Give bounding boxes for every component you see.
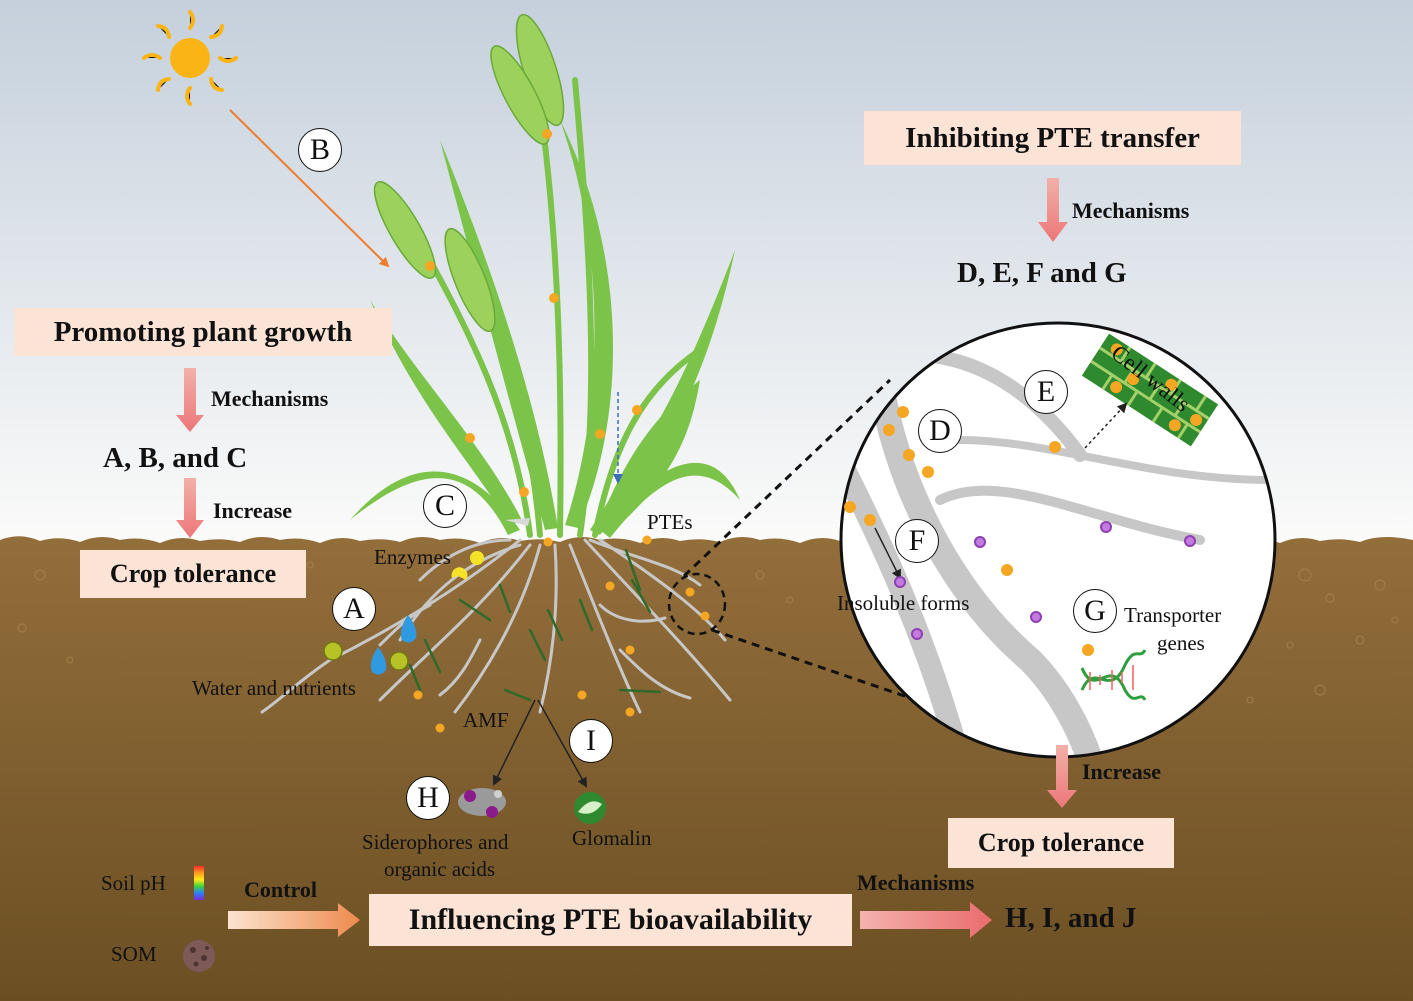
magnified-ptes	[844, 406, 1094, 656]
control-arrow	[228, 903, 360, 937]
circle-letter-a: A	[332, 587, 376, 631]
transporter-genes-label-line2: genes	[1157, 631, 1205, 655]
siderophores-label-line1: Siderophores and	[362, 830, 509, 854]
sunlight-arrow	[229, 109, 390, 268]
soil-ph-rainbow-icon	[194, 866, 204, 900]
sun	[142, 10, 238, 106]
circle-letter-c: C	[423, 484, 467, 528]
right-increase-arrow	[1047, 745, 1077, 808]
crop-tolerance-right-box: Crop tolerance	[948, 818, 1174, 868]
amf-hyphae	[408, 548, 662, 702]
soil-ph-label: Soil pH	[101, 871, 166, 895]
bottom-mechanism-group: H, I, and J	[1005, 902, 1137, 934]
circle-letter-b: B	[298, 128, 342, 172]
transporter-genes-icon	[1080, 649, 1147, 701]
som-icon	[183, 940, 215, 972]
left-mechanism-group: A, B, and C	[103, 442, 248, 474]
amf-to-i-arrow	[537, 699, 587, 788]
cell-walls-illustration	[1081, 333, 1219, 447]
ptes-label: PTEs	[647, 510, 693, 534]
soil-texture	[17, 561, 1399, 704]
root-system	[260, 538, 732, 714]
enzymes-icon	[451, 518, 530, 580]
glomalin-label: Glomalin	[572, 826, 652, 850]
som-label: SOM	[111, 942, 157, 966]
circle-letter-e: E	[1024, 370, 1068, 414]
right-mechanisms-label: Mechanisms	[1072, 198, 1190, 223]
transporter-genes-label-line1: Transporter	[1124, 603, 1222, 627]
wheat-plant	[350, 13, 740, 538]
root-ptes	[413, 535, 710, 733]
left-mechanisms-arrow	[176, 368, 204, 432]
insoluble-forms-label: Insoluble forms	[837, 591, 970, 615]
zoom-source-circle	[667, 572, 727, 636]
influencing-pte-bioavailability-box: Influencing PTE bioavailability	[369, 894, 852, 946]
water-nutrients-icon	[323, 615, 417, 675]
water-nutrients-label: Water and nutrients	[192, 676, 356, 700]
left-mechanisms-label: Mechanisms	[211, 386, 329, 411]
circle-letter-f: F	[895, 519, 939, 563]
left-increase-arrow	[176, 478, 204, 538]
right-increase-label: Increase	[1082, 759, 1162, 784]
amf-to-h-arrow	[493, 699, 536, 786]
right-mechanism-group: D, E, F and G	[957, 257, 1127, 289]
bottom-mechanisms-label: Mechanisms	[857, 870, 975, 895]
circle-letter-g: G	[1073, 589, 1117, 633]
circle-letter-i: I	[569, 719, 613, 763]
circle-letter-h: H	[406, 776, 450, 820]
siderophores-label-line2: organic acids	[384, 857, 495, 881]
inhibiting-pte-transfer-box: Inhibiting PTE transfer	[864, 111, 1241, 165]
circle-letter-d: D	[918, 409, 962, 453]
crop-tolerance-left-box: Crop tolerance	[80, 550, 306, 598]
promoting-plant-growth-box: Promoting plant growth	[14, 308, 392, 356]
control-label: Control	[244, 877, 317, 902]
insoluble-forms-dots	[894, 521, 1196, 640]
glomalin-icon	[574, 792, 606, 824]
left-increase-label: Increase	[213, 498, 293, 523]
siderophores-icon	[458, 788, 506, 818]
bottom-mechanisms-arrow	[860, 902, 992, 938]
enzymes-label: Enzymes	[374, 545, 451, 569]
right-mechanisms-arrow	[1038, 178, 1068, 242]
amf-label: AMF	[463, 708, 509, 732]
